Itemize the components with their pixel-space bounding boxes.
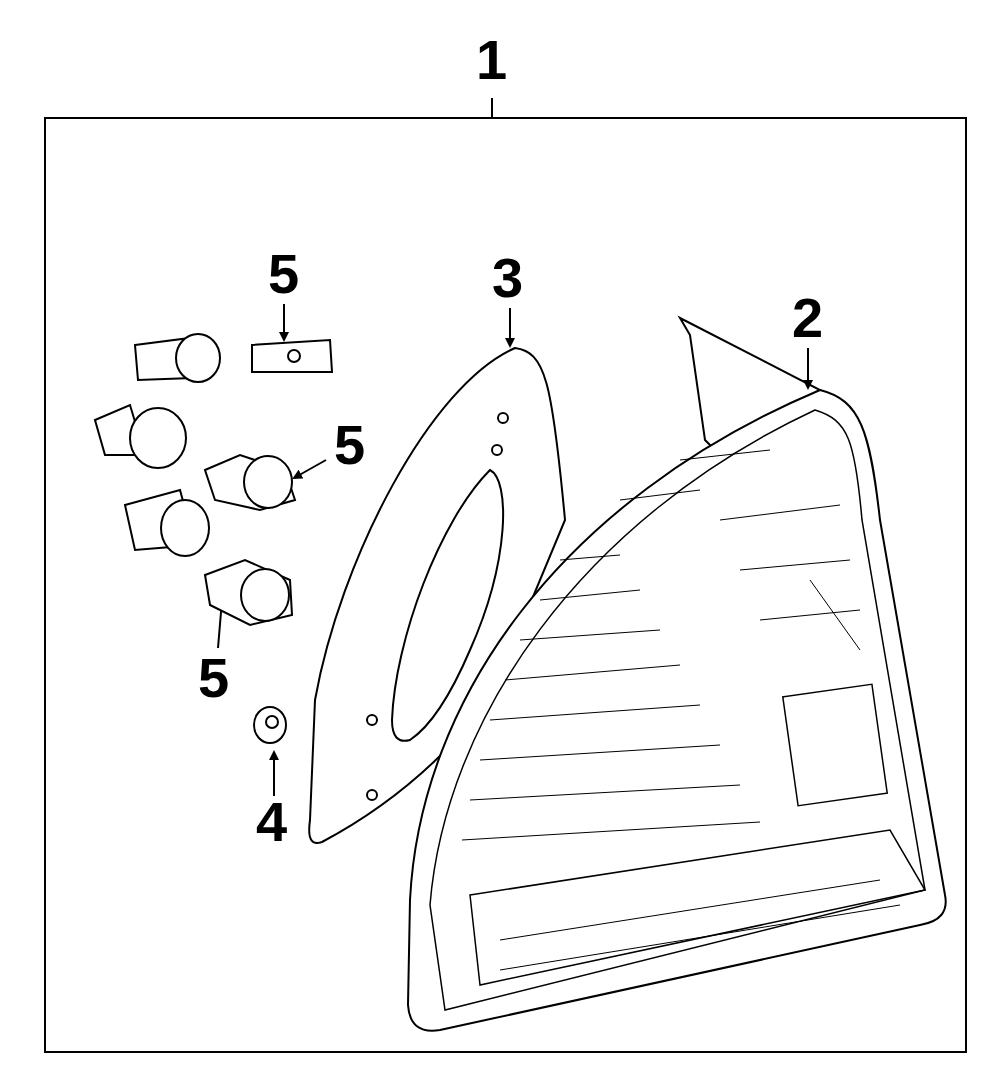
leader-line (491, 98, 493, 118)
callout-number: 3 (492, 250, 523, 306)
lamp-lens (408, 390, 946, 1031)
bulb-set (95, 334, 332, 743)
lens-lower-band (470, 830, 925, 985)
assembly-frame (45, 118, 966, 1052)
leader-line (283, 304, 285, 340)
callout-number: 4 (256, 794, 287, 850)
callout-number: 5 (268, 246, 299, 302)
callout-number: 5 (198, 650, 229, 706)
leader-line (807, 348, 809, 388)
lens-inner-edge (430, 410, 925, 1010)
callout-number: 2 (792, 290, 823, 346)
callout-number: 1 (476, 32, 507, 88)
leader-line (273, 752, 275, 796)
leader-line (509, 308, 511, 346)
leader-line (294, 460, 326, 478)
lens-hatching (462, 450, 900, 970)
callout-number: 5 (334, 417, 365, 473)
